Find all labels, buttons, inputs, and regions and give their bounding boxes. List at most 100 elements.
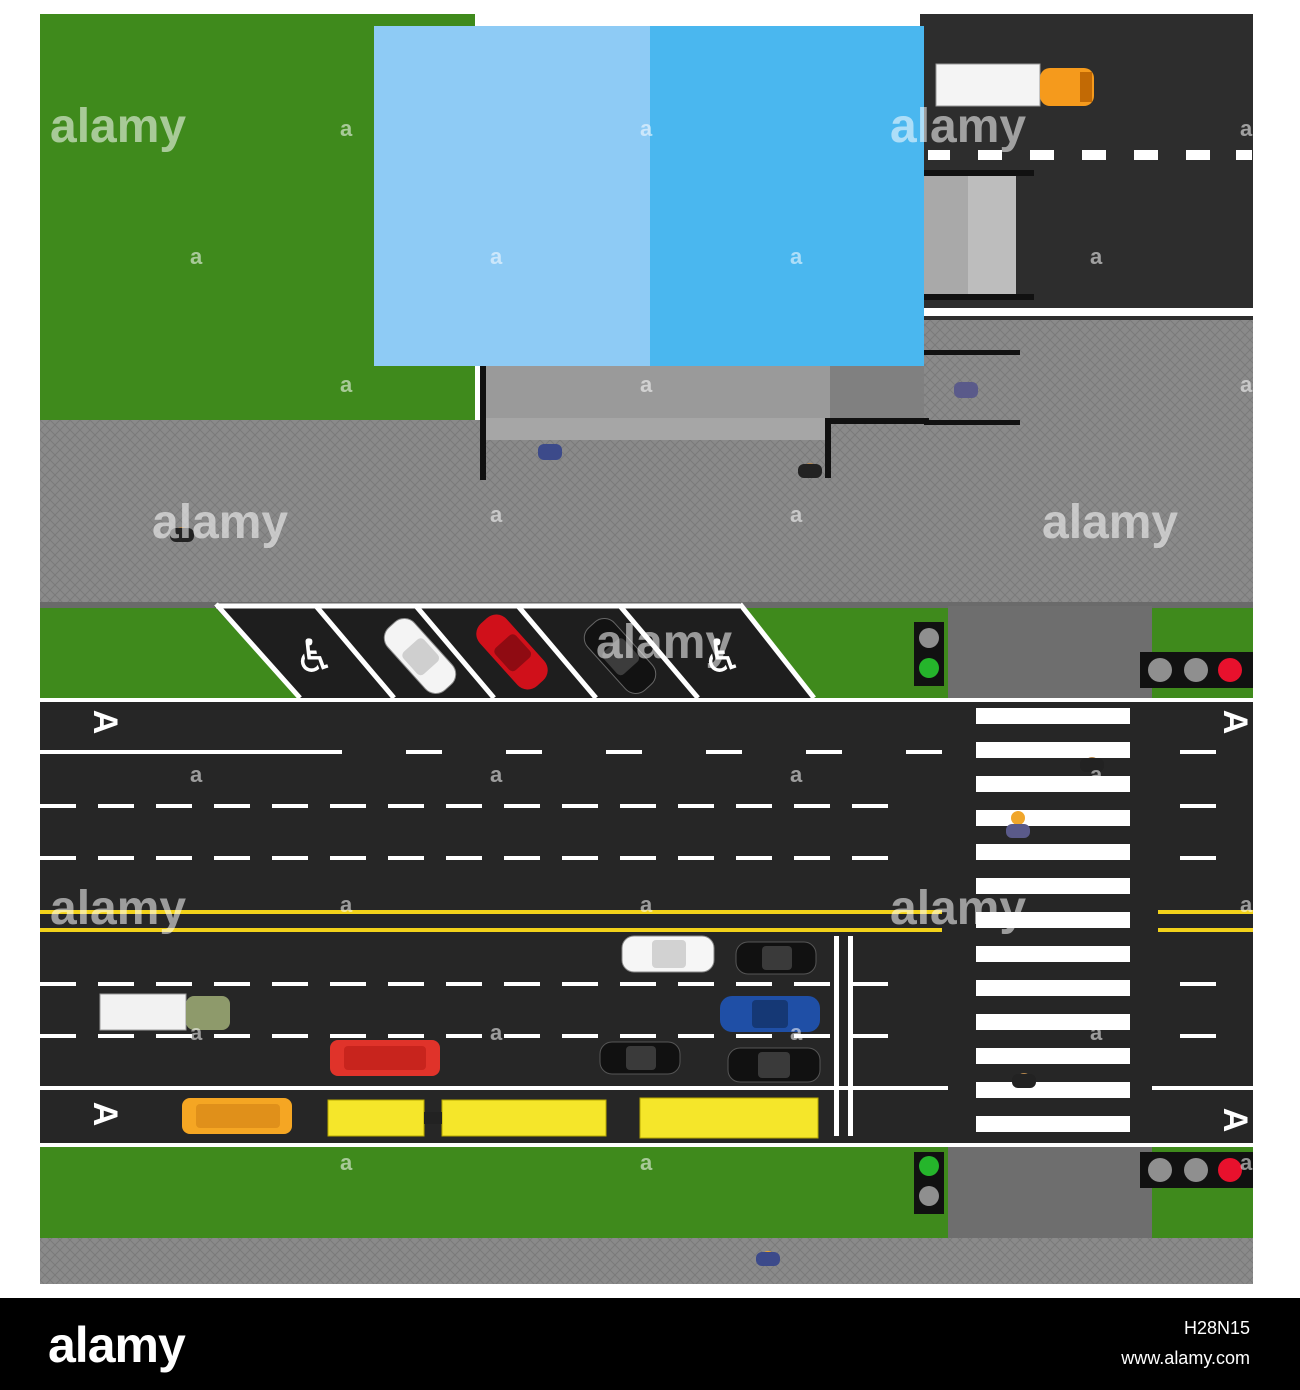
lane-dash [388,1034,424,1038]
building-roof-left [374,26,650,366]
lane-dash [156,856,192,860]
lane-dash [98,1034,134,1038]
site-url[interactable]: www.alamy.com [1121,1348,1250,1368]
traffic-light-icon [1140,652,1253,688]
svg-text:a: a [640,1150,653,1175]
zebra-stripe [976,1048,1130,1064]
svg-text:a: a [790,244,803,269]
svg-text:a: a [340,372,353,397]
lane-dash [40,804,76,808]
lane-dash [446,856,482,860]
lane-dash [214,804,250,808]
pedestrian-icon [1080,757,1104,772]
zebra-stripe [976,912,1130,928]
lane-dash [562,856,598,860]
svg-text:a: a [640,116,653,141]
svg-text:a: a [1090,762,1103,787]
svg-text:a: a [190,762,203,787]
zebra-stripe [976,742,1130,758]
zebra-crossing [976,708,1130,1132]
svg-text:alamy: alamy [50,100,186,153]
lane-letter: A [86,710,124,735]
footer-banner: alamy H28N15 www.alamy.com [0,1298,1300,1390]
street-plan-map: ♿ ♿ A A A A [40,14,1254,1284]
lane-dash [330,982,366,986]
svg-text:a: a [490,502,503,527]
lane-dash [906,750,942,754]
parked-car-white [383,618,457,694]
side-street-center-dashes [928,150,1252,160]
lane-dash [272,982,308,986]
zebra-stripe [976,776,1130,792]
svg-text:alamy: alamy [890,100,1026,153]
svg-text:a: a [190,244,203,269]
svg-text:a: a [1240,372,1253,397]
traffic-light-icon [1140,1152,1253,1188]
black-car [599,1041,681,1075]
svg-text:a: a [640,372,653,397]
zebra-stripe [976,946,1130,962]
lane-dash [562,804,598,808]
yellow-minibus [182,1098,292,1134]
lane-dash [504,1034,540,1038]
lane-dash [156,804,192,808]
lane-dash [40,982,76,986]
lane-dash [852,1034,888,1038]
pedestrian-icon [538,444,562,460]
lane-dash [156,982,192,986]
zebra-stripe [976,708,1130,724]
lane-dash [156,1034,192,1038]
lane-dash [506,750,542,754]
lane-letter: A [1216,710,1254,735]
yellow-center-line [40,910,942,914]
pedestrian-icon [1006,811,1030,838]
lane-dash [388,982,424,986]
lane-dash [678,804,714,808]
lane-dashes [40,750,1216,1038]
svg-text:alamy: alamy [596,616,732,669]
lane-dash [40,856,76,860]
lane-dash [852,856,888,860]
traffic-light-icon [914,1152,944,1214]
svg-text:alamy: alamy [890,882,1026,935]
brand-logo[interactable]: alamy [48,1317,186,1373]
lane-dash [388,856,424,860]
lane-dash [272,804,308,808]
watermark: alamy alamy alamy alamy alamy alamy alam… [50,100,1253,1175]
lane-dash [214,982,250,986]
zebra-stripe [976,1082,1130,1098]
lane-dash [562,982,598,986]
image-id: H28N15 [1183,1318,1250,1338]
svg-text:a: a [490,1020,503,1045]
black-car [735,941,817,975]
zebra-stripe [976,980,1130,996]
svg-text:a: a [340,1150,353,1175]
svg-text:a: a [190,1020,203,1045]
lane-dash [272,1034,308,1038]
lane-dash [330,804,366,808]
lane-dash [852,982,888,986]
pedestrian-icon [1012,1073,1036,1088]
lane-dash [98,856,134,860]
lane-dash [98,982,134,986]
svg-text:alamy: alamy [1042,496,1178,549]
lane-dash [794,856,830,860]
lower-sidewalk [40,1238,1253,1284]
lane-dash [736,982,772,986]
lane-dash [1180,750,1216,754]
lane-dash [806,750,842,754]
svg-text:a: a [1240,116,1253,141]
lane-dash [736,804,772,808]
lane-dash [98,804,134,808]
lane-dash [736,856,772,860]
svg-text:a: a [1090,244,1103,269]
zebra-stripe [976,844,1130,860]
lane-dash [706,750,742,754]
lane-dash [620,982,656,986]
svg-text:a: a [1240,1150,1253,1175]
pedestrian-icon [170,527,194,542]
lane-dash [330,1034,366,1038]
right-plaza [920,318,1253,428]
black-car [727,1047,821,1083]
lane-dash [1180,1034,1216,1038]
